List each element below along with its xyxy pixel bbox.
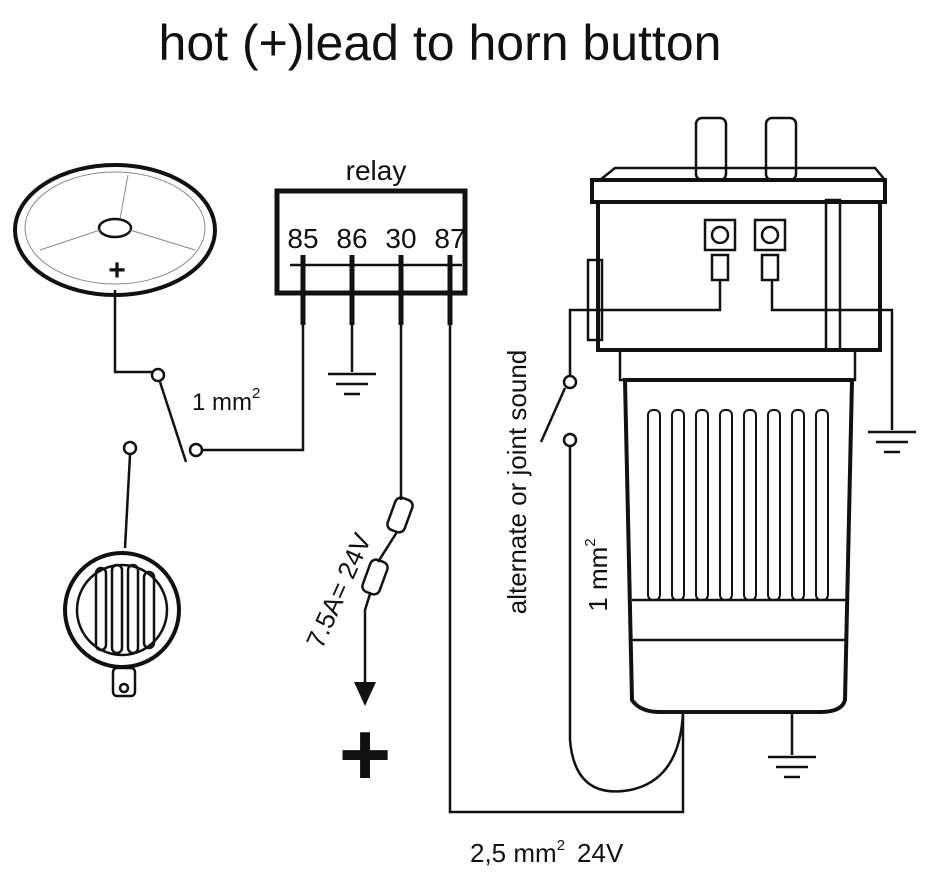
wire: [202, 320, 305, 452]
main-wire: [448, 325, 685, 814]
ground-icon: [328, 325, 376, 396]
relay-pin-85: 85: [287, 223, 318, 254]
wheel-plus-symbol: +: [108, 254, 126, 287]
positive-terminal-symbol: +: [339, 705, 392, 805]
relay-pin-87: 87: [434, 223, 465, 254]
relay-label: relay: [346, 155, 407, 186]
air-horn-compressor-icon: [586, 116, 887, 714]
horn-icon: [63, 551, 181, 698]
relay-pin-86: 86: [336, 223, 367, 254]
horn-button-switch: [158, 381, 188, 463]
wire: [568, 446, 685, 793]
switch-wire-size-label: 1 mm2: [582, 538, 613, 611]
wire: [113, 290, 152, 374]
switch-contact: [562, 432, 578, 448]
wire-size-label: 1 mm2: [192, 385, 260, 416]
fuse-icon: [361, 496, 414, 596]
sound-mode-switch: [539, 387, 567, 443]
steering-wheel-icon: +: [13, 163, 217, 297]
switch-contact: [562, 374, 578, 390]
relay: [274, 188, 468, 296]
arrow-icon: [354, 682, 376, 706]
ground-icon: [868, 430, 916, 454]
relay-pin-30: 30: [385, 223, 416, 254]
switch-contact: [122, 440, 138, 456]
ground-icon: [768, 712, 816, 779]
switch-label: alternate or joint sound: [502, 350, 532, 615]
switch-contact: [188, 442, 204, 458]
diagram-title: hot (+)lead to horn button: [159, 15, 722, 71]
switch-contact: [150, 367, 166, 383]
